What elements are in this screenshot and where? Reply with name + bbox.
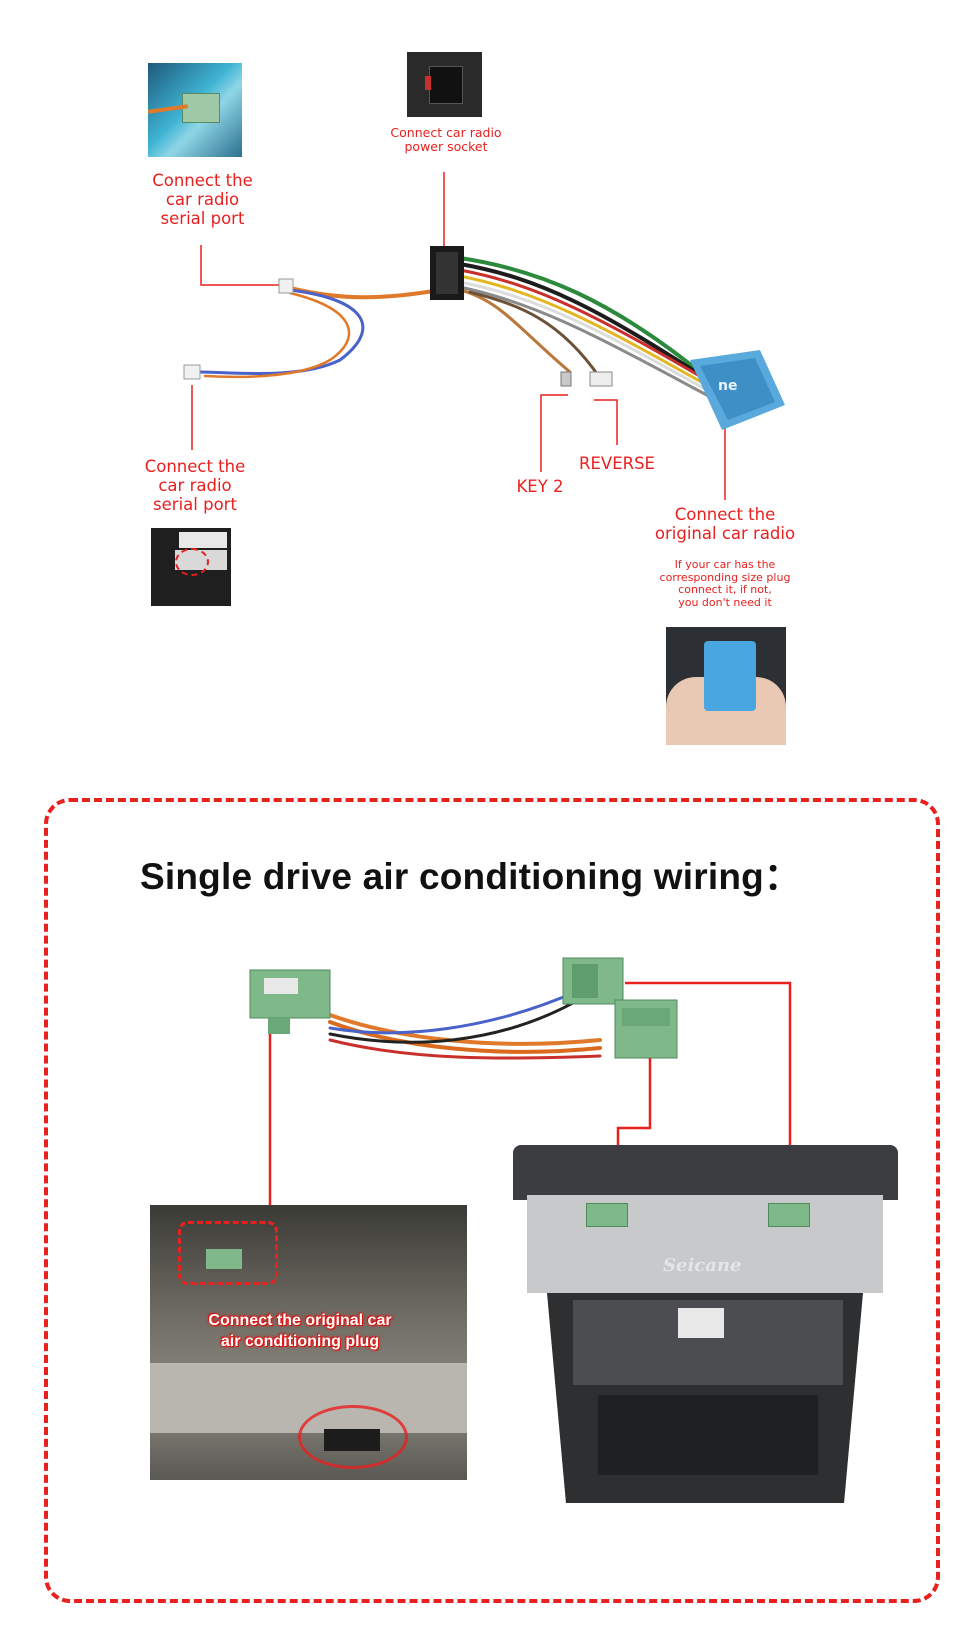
serial-port-photo-left: [151, 528, 231, 606]
highlight-circle: [175, 548, 209, 576]
radio-plug-white: [179, 532, 227, 548]
radio-bezel-top: [513, 1145, 898, 1200]
power-socket-shape: [429, 66, 463, 104]
blue-plug-shape: [704, 641, 756, 711]
harness-diagram: ne: [183, 172, 785, 500]
radio-ac-port-right: [768, 1203, 810, 1227]
radio-metal-cover: [527, 1195, 883, 1293]
label-serial-port-left: Connect the car radio serial port: [144, 457, 246, 514]
ac-socket-black: [324, 1429, 380, 1451]
ac-car-photo: [150, 1205, 467, 1480]
ac-plug-label: Connect the original car air conditionin…: [208, 1312, 392, 1350]
serial-connector-top: [278, 278, 294, 294]
wire-bundle-red: [458, 268, 712, 384]
label-power-socket: Connect car radio power socket: [390, 125, 502, 155]
radio-white-plug: [678, 1308, 724, 1338]
wire-bundle-black: [458, 262, 707, 380]
radio-vent-grille: [598, 1395, 818, 1475]
wire-bundle-green: [458, 256, 702, 374]
svg-text:ne: ne: [718, 378, 737, 394]
label-reverse: REVERSE: [579, 454, 655, 473]
leader-key2: [540, 394, 568, 472]
wire-bundle-grey: [458, 285, 718, 402]
leader-serial-top: [200, 245, 285, 286]
key2-terminal: [560, 371, 572, 387]
power-socket-photo: [407, 52, 482, 117]
ac-socket-circle: [298, 1405, 408, 1469]
reverse-terminal: [589, 371, 613, 387]
label-serial-port-top: Connect the car radio serial port: [152, 171, 253, 228]
watermark-text: Seicane: [663, 1255, 742, 1276]
serial-port-photo-top: [148, 63, 242, 157]
ac-plug-green: [206, 1249, 242, 1269]
label-key2: KEY 2: [516, 477, 564, 496]
serial-connector-left: [183, 364, 201, 380]
leader-reverse: [594, 399, 618, 445]
wire-blue-serial: [198, 288, 365, 376]
power-socket-red-mark: [425, 76, 431, 90]
wire-bundle-white: [458, 280, 716, 396]
wire-bundle-yellow: [458, 274, 714, 390]
radio-unit-image: Seicane: [513, 1145, 898, 1503]
label-original-radio-note: If your car has the corresponding size p…: [659, 558, 791, 609]
ac-section-frame: [44, 798, 940, 1603]
blue-original-connector: ne: [690, 350, 785, 430]
ac-section-title: Single drive air conditioning wiring：: [140, 856, 802, 897]
wire-reverse: [468, 290, 602, 380]
original-radio-plug-photo: [666, 627, 786, 745]
wire-orange-serial: [203, 291, 351, 379]
label-original-radio: Connect the original car radio: [654, 505, 796, 543]
radio-ac-port-left: [586, 1203, 628, 1227]
ac-plug-highlight-box: [178, 1221, 278, 1285]
power-connector: [430, 246, 464, 300]
